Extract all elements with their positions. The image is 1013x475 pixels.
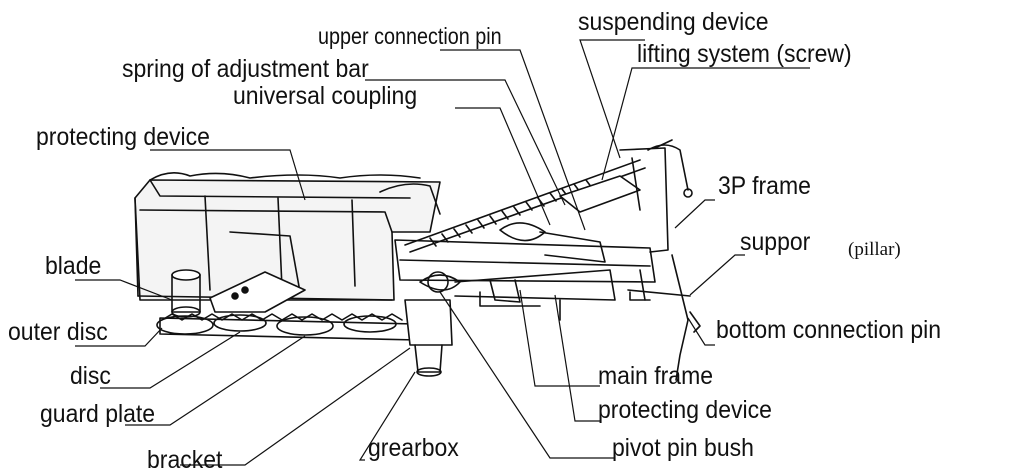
label-protecting-device-bottom: protecting device <box>598 396 772 424</box>
label-main-frame: main frame <box>598 362 714 390</box>
blade-drawing <box>172 270 305 317</box>
label-protecting-device-top: protecting device <box>36 123 210 151</box>
leader-protecting-device-top <box>150 150 305 200</box>
leader-universal-coupling <box>455 108 550 225</box>
leader-suspending-device <box>580 40 645 158</box>
label-guard-plate: guard plate <box>40 400 156 428</box>
main-frame-drawing <box>395 223 655 320</box>
three-point-frame-drawing <box>620 140 700 380</box>
label-suspending-device: suspending device <box>578 8 769 36</box>
leader-spring-of-adjustment-bar <box>365 80 565 205</box>
leader-guard-plate <box>125 336 305 425</box>
leader-pivot-pin-bush <box>440 292 615 458</box>
protecting-cover-drawing <box>135 173 440 300</box>
label-bracket: bracket <box>147 446 223 474</box>
label-bottom-connection-pin: bottom connection pin <box>716 316 942 344</box>
leader-lines <box>75 40 810 465</box>
leader-3p-frame <box>675 200 715 228</box>
leader-disc <box>100 332 240 388</box>
cutter-bar-drawing <box>157 314 418 340</box>
leader-outer-disc <box>75 328 162 346</box>
label-universal-coupling: universal coupling <box>233 82 418 110</box>
label-disc: disc <box>70 362 111 390</box>
label-upper-connection-pin: upper connection pin <box>318 23 502 49</box>
label-suppor: suppor <box>740 228 811 256</box>
leader-blade <box>75 280 172 300</box>
label-pivot-pin-bush: pivot pin bush <box>612 434 754 462</box>
label-lifting-system: lifting system (screw) <box>637 40 852 68</box>
leader-suppor <box>690 255 745 295</box>
label-grearbox: grearbox <box>368 434 459 462</box>
leader-bracket <box>180 348 410 465</box>
leader-main-frame <box>520 290 600 386</box>
spring-adjustment-bar-drawing <box>405 160 645 252</box>
leader-bottom-connection-pin <box>688 318 715 345</box>
leader-upper-connection-pin <box>440 50 585 230</box>
leader-grearbox <box>360 372 415 460</box>
label-3p-frame: 3P frame <box>718 172 811 200</box>
label-blade: blade <box>45 252 102 280</box>
leader-lifting-system <box>602 68 810 180</box>
label-spring-of-adjustment-bar: spring of adjustment bar <box>122 55 369 83</box>
label-pillar: (pillar) <box>848 239 901 260</box>
label-outer-disc: outer disc <box>8 318 108 346</box>
gearbox-drawing <box>405 300 452 376</box>
leader-protecting-device-bottom <box>555 295 600 421</box>
